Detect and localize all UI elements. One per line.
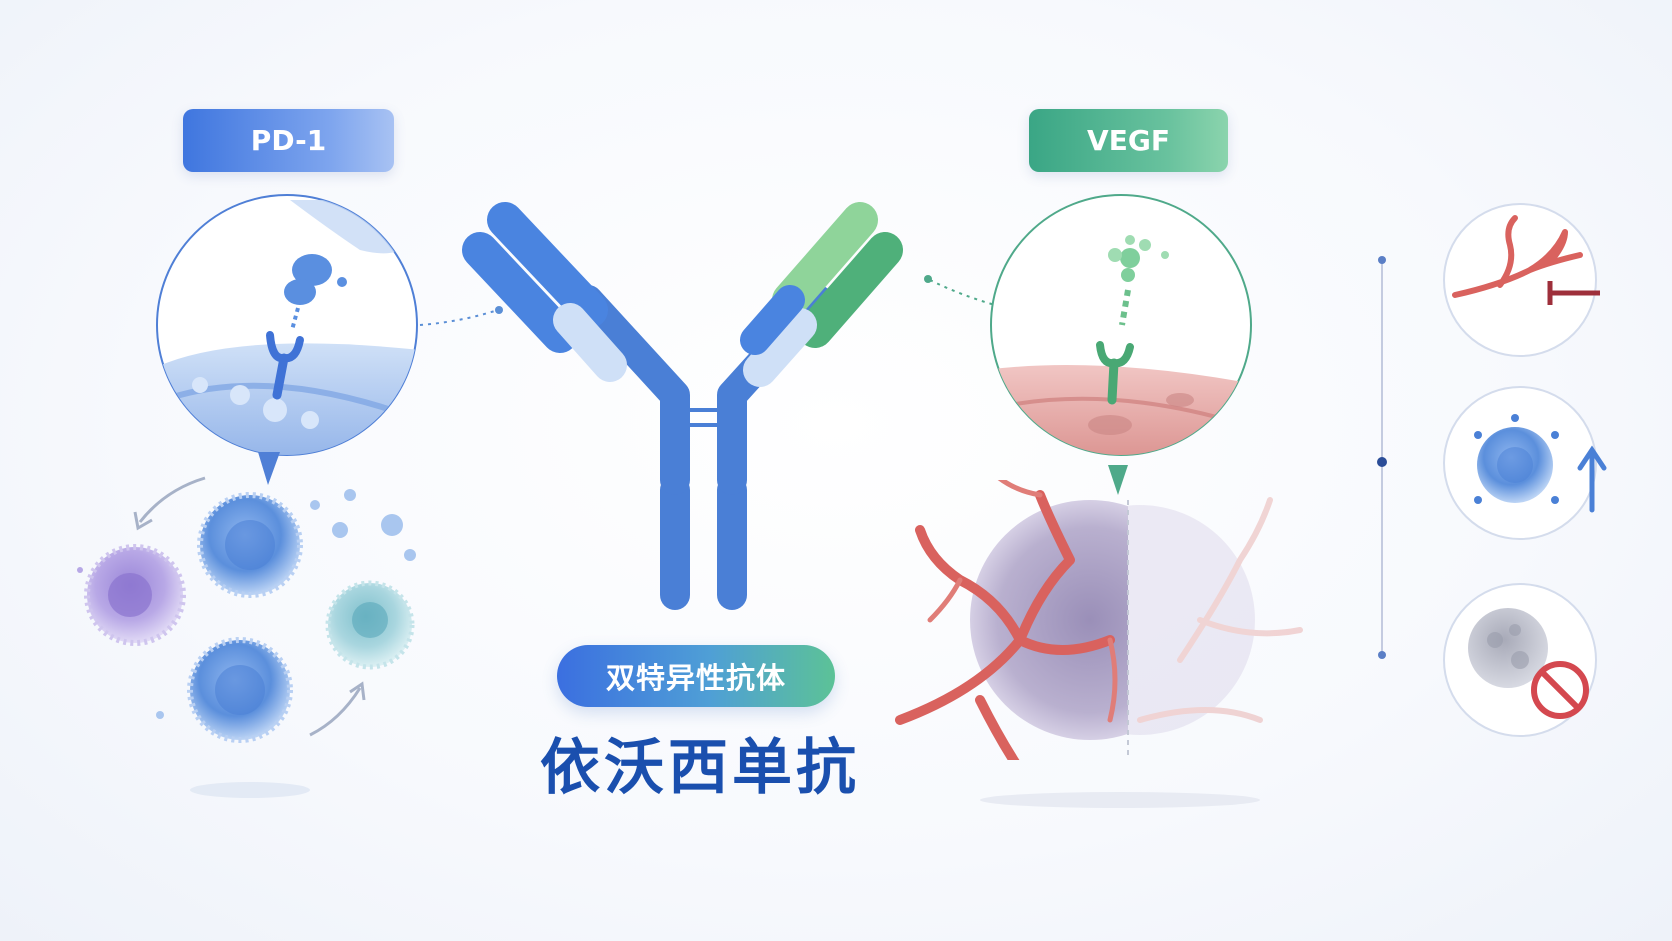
tumor-angiogenesis: [895, 480, 1303, 808]
bispecific-antibody: [462, 202, 903, 610]
pd1-label-text: PD-1: [250, 124, 327, 157]
immune-cell-increase-icon: [1443, 386, 1607, 540]
tumor-blocked-icon: [1443, 583, 1597, 737]
vessel-inhibition-icon: [1443, 203, 1600, 357]
pd1-zoom-circle: [156, 194, 418, 485]
outcome-timeline: [1377, 256, 1387, 659]
pd1-connector: [419, 309, 499, 326]
drug-name: 依沃西单抗: [540, 733, 860, 803]
vegf-connector: [929, 279, 996, 306]
bispecific-antibody-text: 双特异性抗体: [605, 661, 786, 695]
vegf-label: VEGF: [1029, 109, 1228, 172]
bispecific-antibody-label: 双特异性抗体: [557, 645, 835, 707]
vegf-zoom-circle: [990, 194, 1252, 495]
immune-cells-cluster: [77, 476, 416, 798]
vegf-label-text: VEGF: [1087, 124, 1170, 157]
pd1-label: PD-1: [183, 109, 394, 172]
